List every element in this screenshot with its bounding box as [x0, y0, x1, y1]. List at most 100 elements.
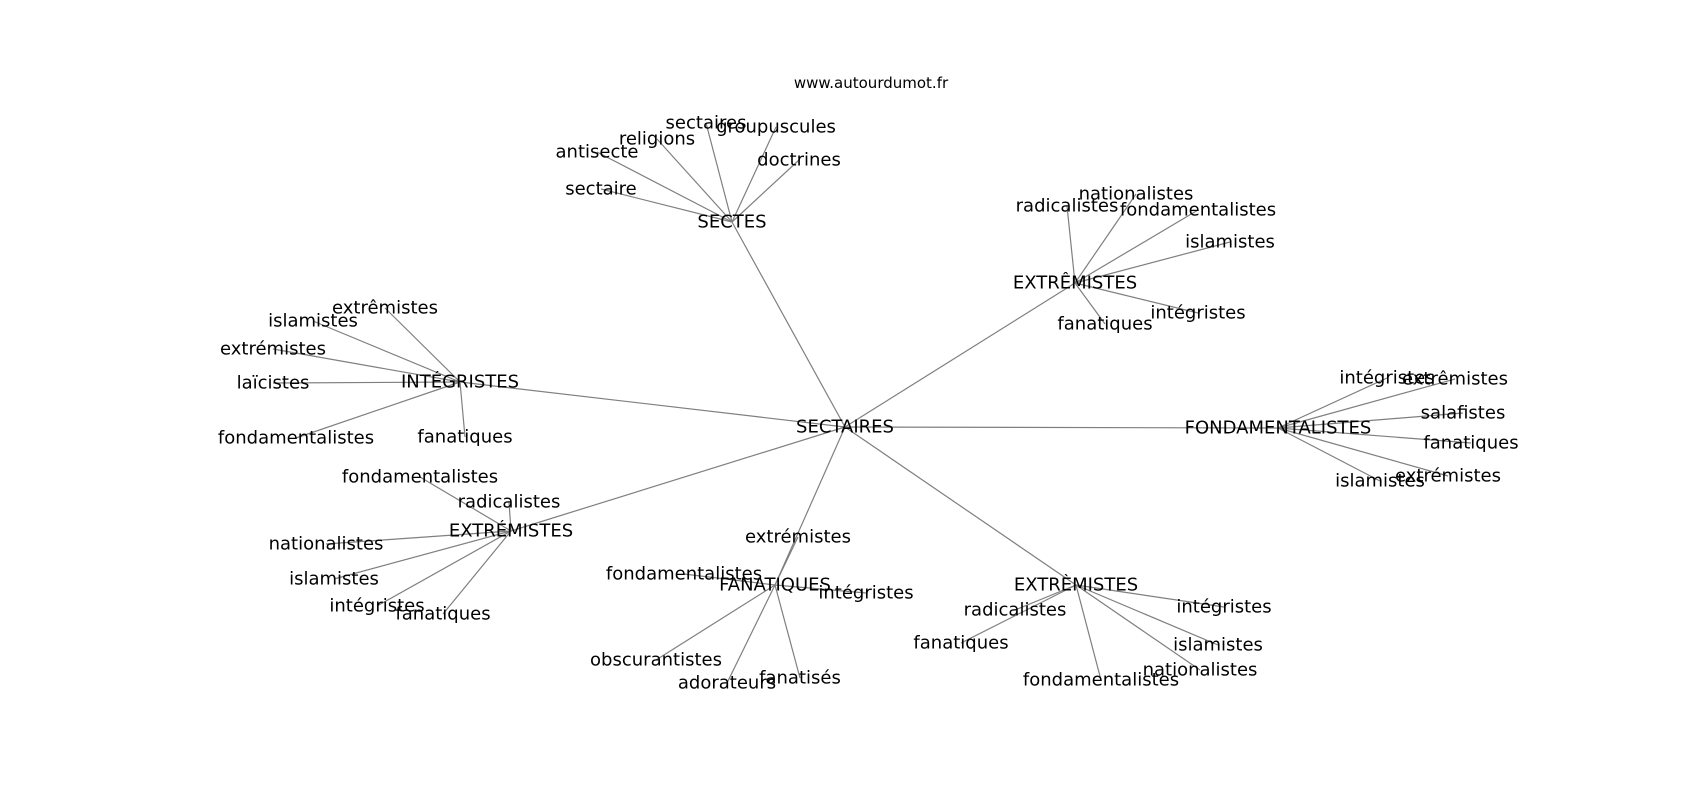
leaf-node-label: fanatiques: [1423, 433, 1518, 454]
hub-node-label: FONDAMENTALISTES: [1185, 418, 1372, 439]
edge-hub-leaf: [1075, 584, 1102, 681]
edge-center-hub: [459, 381, 846, 428]
edge-hub-leaf: [333, 530, 512, 580]
edge-hub-leaf: [774, 584, 867, 594]
leaf-node-label: fanatiques: [417, 427, 512, 448]
edge-hub-leaf: [774, 536, 799, 586]
edge-hub-leaf: [376, 530, 512, 607]
leaf-node-label: intégristes: [1150, 303, 1245, 324]
leaf-node-label: fanatisés: [759, 668, 841, 689]
edge-hub-leaf: [1014, 584, 1077, 611]
hub-node-label: INTÉGRISTES: [401, 371, 519, 393]
leaf-node-label: doctrines: [757, 150, 841, 171]
edge-hub-leaf: [1277, 377, 1388, 429]
leaf-node-label: extrémistes: [1395, 466, 1501, 487]
edge-hub-leaf: [1075, 584, 1219, 646]
hub-node-label: SECTES: [697, 212, 766, 233]
leaf-node-label: fondamentalistes: [218, 428, 374, 449]
edge-center-hub: [844, 426, 1077, 586]
leaf-node-label: radicalistes: [964, 600, 1067, 621]
edge-hub-leaf: [1075, 584, 1201, 671]
leaf-node-label: intégristes: [1339, 368, 1434, 389]
edge-hub-leaf: [1075, 584, 1225, 608]
leaf-node-label: extrémistes: [745, 527, 851, 548]
edge-hub-leaf: [419, 476, 512, 532]
leaf-node-label: nationalistes: [269, 534, 384, 555]
edge-hub-leaf: [1277, 378, 1456, 429]
edge-hub-leaf: [774, 584, 801, 679]
leaf-node-label: salafistes: [1421, 403, 1506, 424]
edge-hub-leaf: [325, 530, 512, 545]
edge-hub-leaf: [442, 530, 512, 615]
edge-hub-leaf: [960, 584, 1077, 644]
leaf-node-label: groupuscules: [716, 117, 836, 138]
edge-center-hub: [774, 426, 846, 586]
leaf-node-label: intégristes: [818, 583, 913, 604]
leaf-node-label: fondamentalistes: [1120, 200, 1276, 221]
edge-hub-leaf: [1277, 427, 1472, 444]
edge-hub-leaf: [1074, 241, 1231, 284]
leaf-node-label: nationalistes: [1079, 184, 1194, 205]
edge-hub-leaf: [508, 501, 512, 532]
leaf-node-label: fanatiques: [913, 633, 1008, 654]
leaf-node-label: islamistes: [1335, 471, 1425, 492]
edge-hub-leaf: [1277, 412, 1464, 429]
edge-hub-leaf: [726, 584, 776, 684]
leaf-node-label: fanatiques: [1057, 314, 1152, 335]
leaf-node-label: antisecte: [556, 142, 639, 163]
edge-center-hub: [844, 426, 1279, 429]
leaf-node-label: adorateurs: [678, 673, 776, 694]
leaf-node-label: islamistes: [268, 311, 358, 332]
edge-hub-leaf: [600, 188, 733, 223]
edge-hub-leaf: [1066, 205, 1076, 284]
leaf-node-label: radicalistes: [458, 492, 561, 513]
edge-hub-leaf: [312, 320, 461, 383]
leaf-node-label: fondamentalistes: [1023, 670, 1179, 691]
leaf-node-label: extrêmistes: [332, 298, 438, 319]
hub-node-label: EXTRÈMISTES: [1014, 574, 1138, 596]
edge-hub-leaf: [656, 138, 733, 223]
hub-node-label: EXTRÊMISTES: [1013, 272, 1137, 294]
edge-hub-leaf: [1074, 282, 1199, 314]
edge-center-hub: [510, 426, 846, 532]
center-node-label: SECTAIRES: [796, 417, 894, 438]
edge-hub-leaf: [596, 151, 733, 223]
graph-edges: [272, 122, 1472, 684]
edge-center-hub: [844, 282, 1076, 428]
leaf-node-label: intégristes: [329, 596, 424, 617]
leaf-node-label: religions: [619, 129, 695, 150]
leaf-node-label: islamistes: [1185, 232, 1275, 253]
leaf-node-label: laïcistes: [237, 373, 310, 394]
edge-center-hub: [731, 221, 846, 428]
leaf-node-label: fondamentalistes: [342, 467, 498, 488]
edge-hub-leaf: [459, 381, 466, 438]
site-label: www.autourdumot.fr: [794, 74, 949, 92]
edge-hub-leaf: [384, 307, 461, 383]
edge-hub-leaf: [1277, 427, 1381, 482]
leaf-node-label: sectaires: [666, 113, 747, 134]
leaf-node-label: islamistes: [1173, 635, 1263, 656]
hub-node-label: EXTRÉMISTES: [449, 520, 573, 542]
edge-hub-leaf: [1074, 282, 1106, 325]
edge-hub-leaf: [683, 573, 776, 586]
leaf-node-label: fondamentalistes: [606, 564, 762, 585]
leaf-node-label: fanatiques: [395, 604, 490, 625]
edge-hub-leaf: [1074, 209, 1199, 284]
hub-node-label: FANATIQUES: [719, 575, 831, 596]
edge-hub-leaf: [655, 584, 776, 661]
edge-hub-leaf: [295, 381, 461, 439]
leaf-node-label: radicalistes: [1016, 196, 1119, 217]
edge-hub-leaf: [272, 348, 461, 383]
leaf-node-label: extrêmistes: [1402, 369, 1508, 390]
edge-hub-leaf: [272, 381, 461, 384]
leaf-node-label: extrémistes: [220, 339, 326, 360]
edge-hub-leaf: [731, 126, 777, 223]
edge-hub-leaf: [705, 122, 733, 223]
edge-hub-leaf: [1277, 427, 1449, 477]
leaf-node-label: intégristes: [1176, 597, 1271, 618]
leaf-node-label: sectaire: [565, 179, 637, 200]
edge-hub-leaf: [1074, 193, 1137, 284]
leaf-node-label: nationalistes: [1143, 660, 1258, 681]
